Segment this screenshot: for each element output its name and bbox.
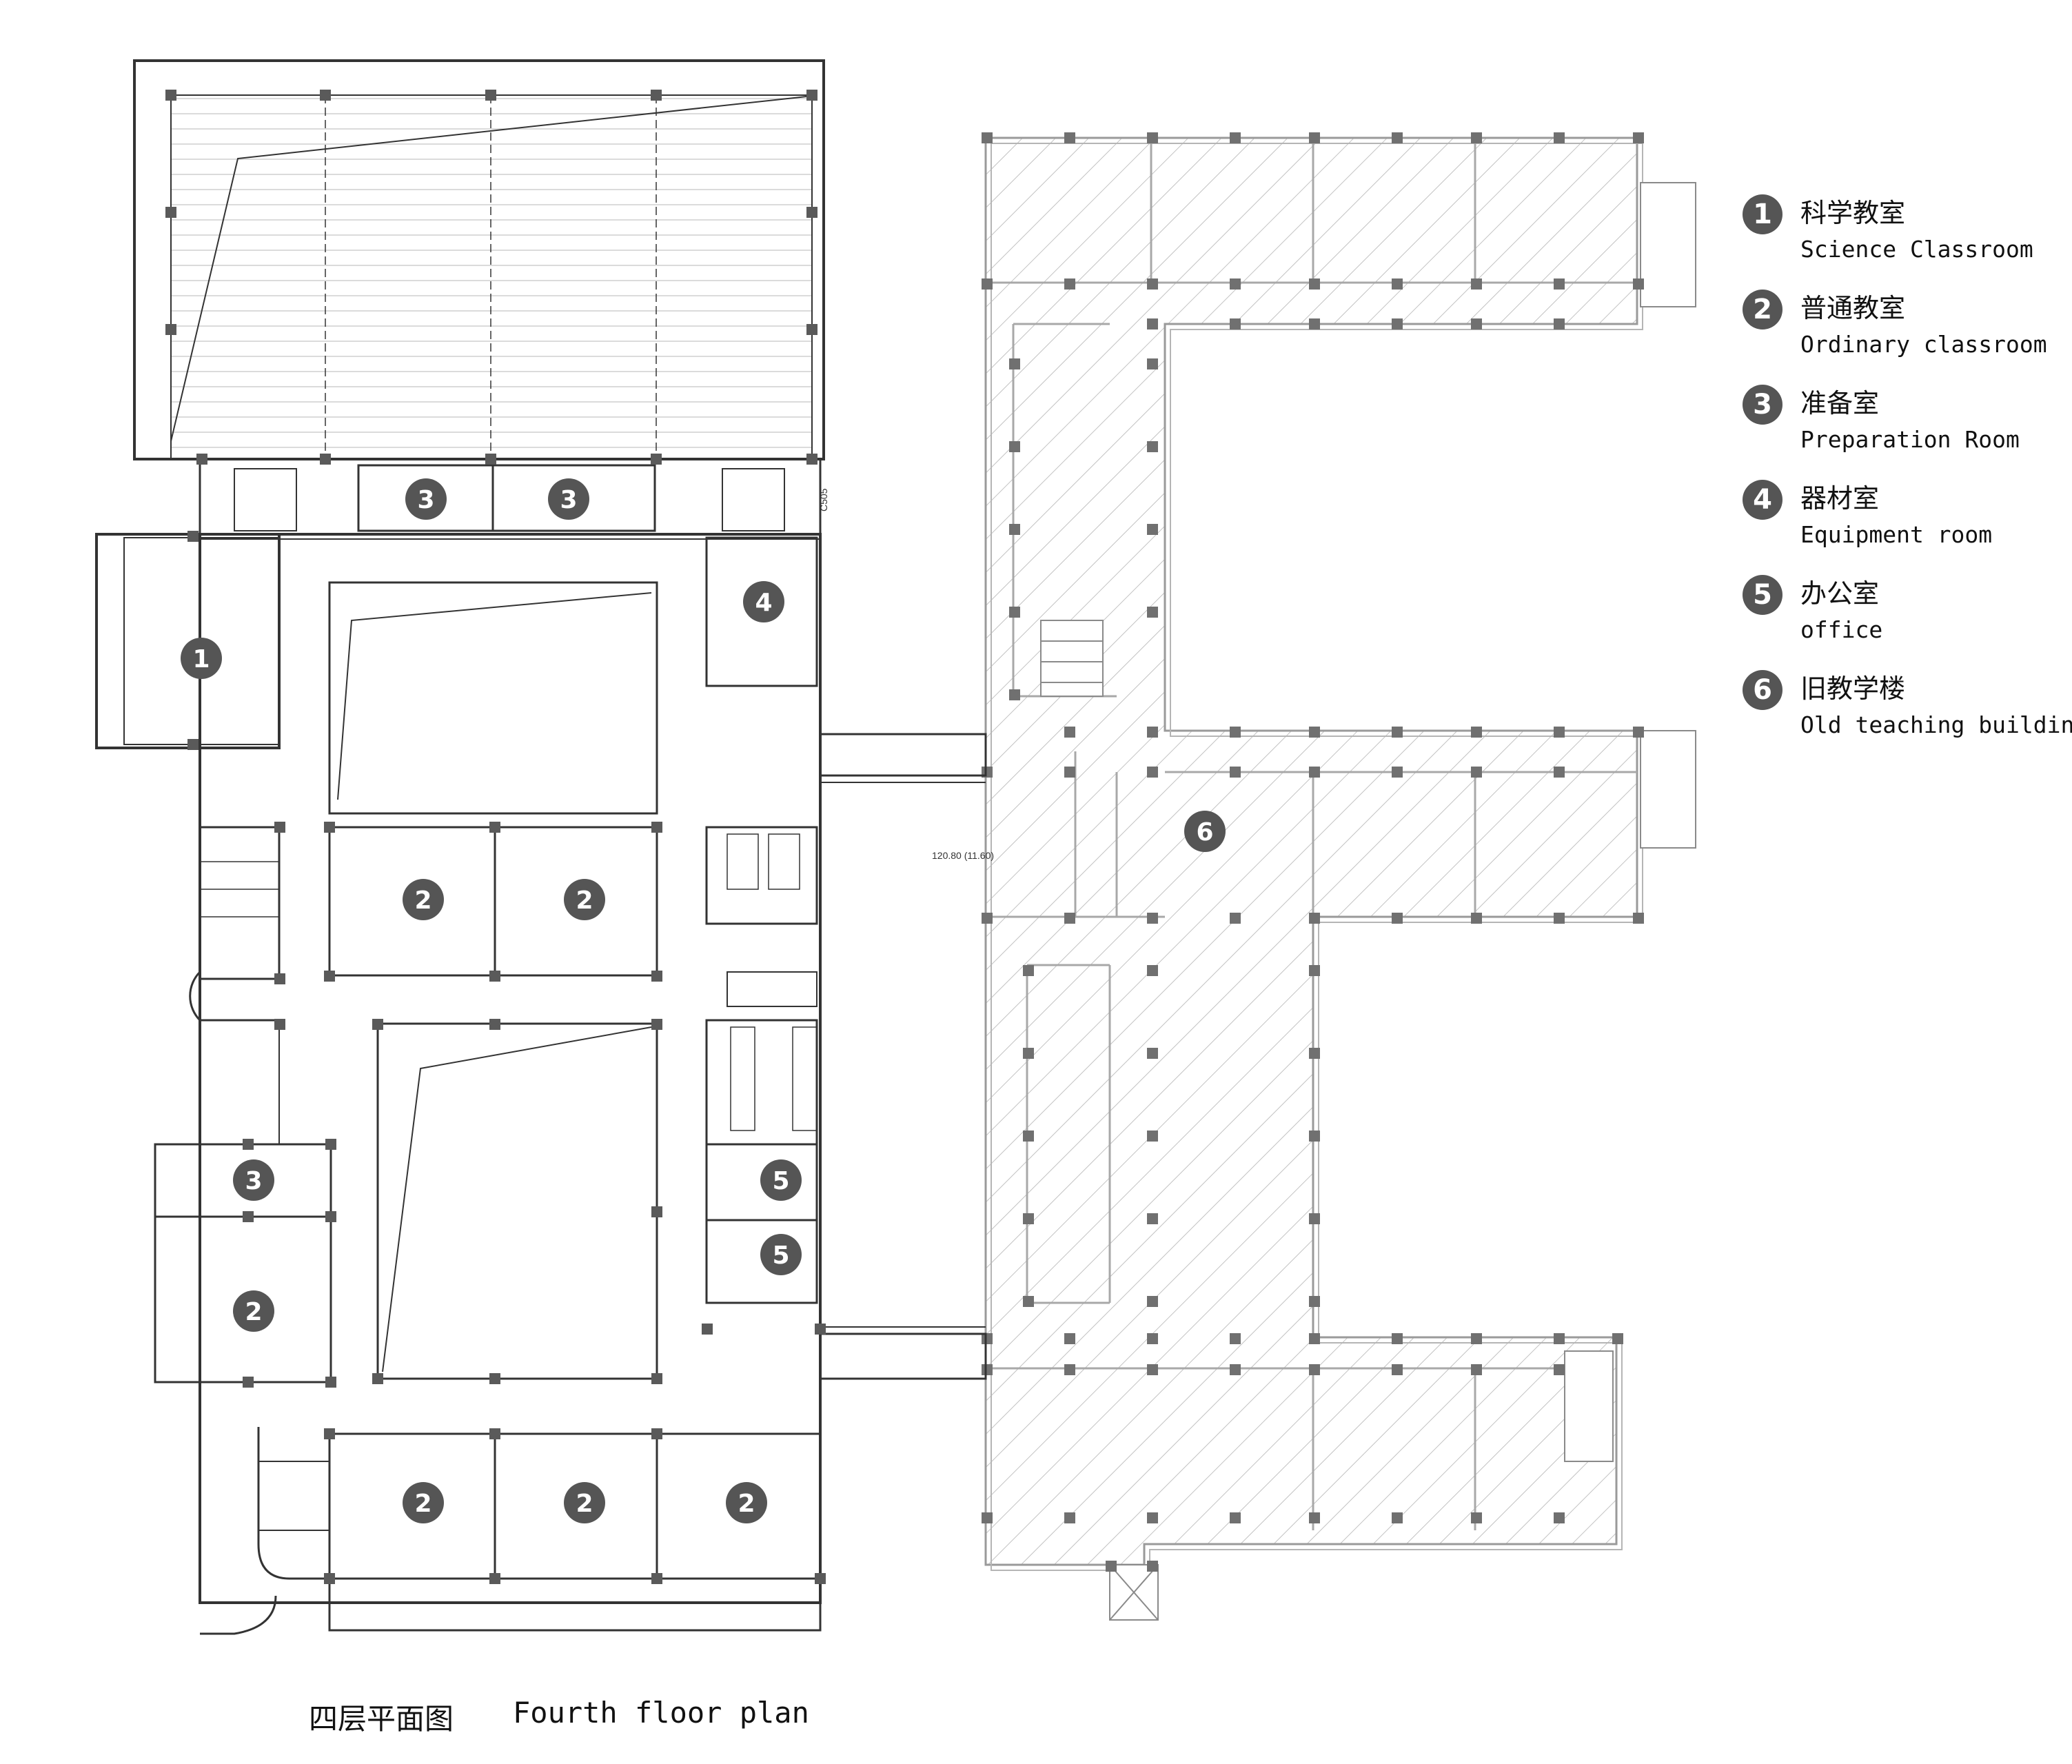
legend-label-en: Old teaching building [1800,711,2072,738]
legend-item: 5 办公室 office [1743,567,2066,662]
legend-label-en: Ordinary classroom [1800,331,2047,358]
legend-label-en: Science Classroom [1800,236,2033,263]
room-tag-label: 2 [576,1490,593,1518]
new-building [95,59,987,1635]
legend-label-zh: 准备室 [1800,388,1880,418]
legend-label-zh: 普通教室 [1800,293,1906,323]
legend-label-zh: 办公室 [1800,578,1880,609]
room-tag-4 [743,581,784,622]
room-tag-6 [1184,811,1226,852]
room-tag-label: 3 [245,1167,262,1195]
room-tag-2 [564,1482,605,1523]
room-tag-label: 3 [560,486,577,514]
room-tag-label: 2 [576,886,593,915]
elevation-tag: 120.80 (11.60) [932,850,994,861]
legend-item: 4 器材室 Equipment room [1743,472,2066,567]
room-tag-2 [726,1482,767,1523]
room-tag-label: 2 [738,1490,755,1518]
legend-label-zh: 器材室 [1800,483,1880,514]
room-tag-label: 5 [772,1241,789,1270]
room-tag-label: 1 [192,645,210,673]
old-teaching-building [982,132,1696,1621]
room-tag-label: 2 [245,1298,262,1326]
legend-number: 6 [1743,670,1782,710]
room-tag-label: 2 [414,886,431,915]
legend-number: 4 [1743,480,1782,520]
structural-columns [165,90,826,1584]
legend-label-zh: 旧教学楼 [1800,673,1906,704]
room-tag-2 [564,879,605,920]
legend-item: 2 普通教室 Ordinary classroom [1743,281,2066,376]
legend-item: 3 准备室 Preparation Room [1743,376,2066,472]
room-tag-3 [405,478,447,520]
room-tag-1 [181,638,222,679]
legend-item: 1 科学教室 Science Classroom [1743,186,2066,281]
room-tag-3 [548,478,589,520]
room-tag-label: 5 [772,1167,789,1195]
legend: 1 科学教室 Science Classroom 2 普通教室 Ordinary… [1743,186,2072,757]
room-tag-label: 2 [414,1490,431,1518]
room-tag-5 [760,1234,802,1275]
legend-number: 5 [1743,575,1782,615]
room-tags [181,478,1226,1523]
legend-number: 3 [1743,385,1782,425]
room-tag-label: 4 [755,589,772,617]
plan-caption-zh: 四层平面图 [309,1702,454,1736]
room-tag-2 [403,1482,444,1523]
room-tag-2 [233,1290,274,1332]
legend-number: 2 [1743,290,1782,330]
small-tag: C505 [818,488,829,511]
room-tag-5 [760,1159,802,1201]
room-tag-label: 3 [417,486,434,514]
legend-label-zh: 科学教室 [1800,198,1906,228]
legend-label-en: Equipment room [1800,521,1993,548]
room-tag-3 [233,1159,274,1201]
room-tag-2 [403,879,444,920]
legend-label-en: office [1800,616,1883,643]
plan-caption-en: Fourth floor plan [513,1696,809,1730]
legend-number: 1 [1743,194,1782,234]
room-tag-label: 6 [1196,818,1213,846]
legend-item: 6 旧教学楼 Old teaching building [1743,662,2072,757]
legend-label-en: Preparation Room [1800,426,2020,453]
